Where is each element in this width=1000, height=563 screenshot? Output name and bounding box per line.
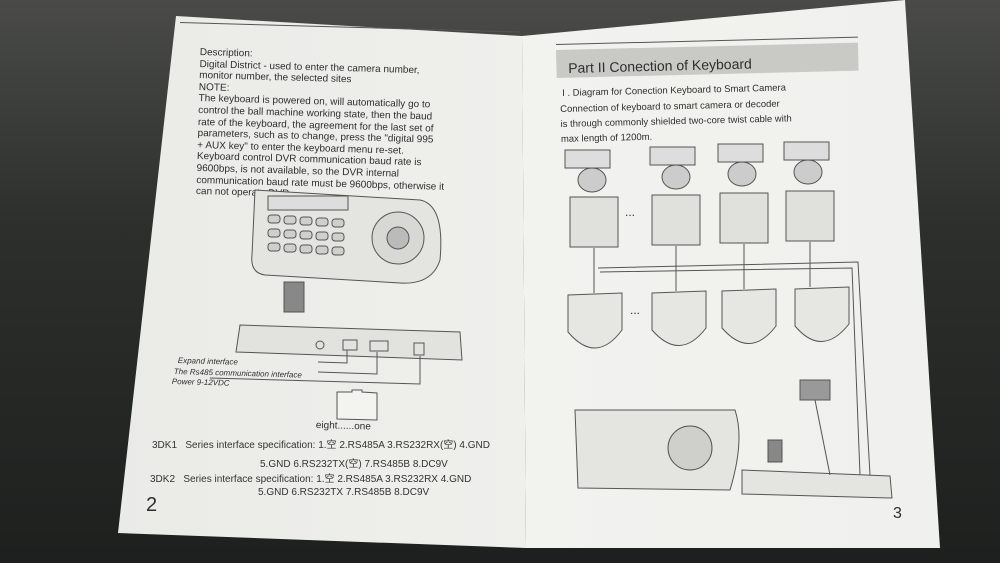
keyboard-back-illustration (209, 281, 463, 421)
spec-line: 1.空 2.RS485A 3.RS232RX(空) 4.GND (318, 440, 490, 451)
connector-pin-label: eight......one (315, 420, 372, 433)
spec-3dk2: 3DK2 Series interface specification: 1.空… (150, 470, 471, 485)
spec-line: 5.GND 6.RS232TX 7.RS485B 8.DC9V (258, 487, 430, 498)
speed-domes (567, 286, 850, 349)
ellipsis-domes: ... (630, 303, 641, 317)
spec-3dk1: 3DK1 Series interface specification: 1.空… (152, 436, 490, 451)
spec-line: 1.空 2.RS485A 3.RS232RX 4.GND (316, 474, 472, 485)
decoders (569, 190, 835, 248)
camera-units (564, 141, 830, 193)
body-text: Connection of keyboard to smart camera o… (560, 96, 792, 147)
spec-model: 3DK2 (150, 474, 176, 485)
connection-diagram (564, 141, 893, 499)
page-number-right: 3 (893, 505, 902, 522)
spec-line: 5.GND 6.RS232TX(空) 7.RS485B 8.DC9V (260, 459, 448, 470)
spec-title: Series interface specification: (183, 474, 314, 485)
page-number-left: 2 (146, 494, 158, 516)
spec-title: Series interface specification: (185, 440, 316, 451)
ellipsis-decoders: ... (625, 205, 636, 219)
label-power: Power 9-12VDC (171, 376, 230, 388)
keyboard-top-illustration (251, 189, 442, 284)
spec-model: 3DK1 (152, 440, 178, 451)
